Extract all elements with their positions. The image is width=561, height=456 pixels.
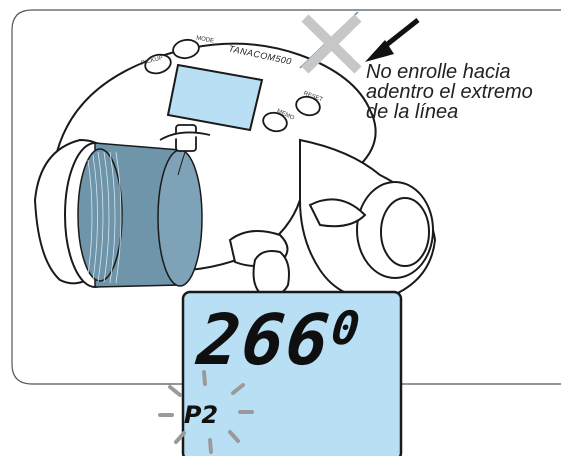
lcd-depth-last-digit: 0 <box>329 301 364 355</box>
instruction-line-1: No enrolle hacia <box>366 62 561 82</box>
prohibition-cross-icon <box>305 18 358 70</box>
instruction-callout: No enrolle hacia adentro el extremo de l… <box>366 62 561 122</box>
instruction-line-3: de la línea <box>366 102 561 122</box>
instruction-line-2: adentro el extremo <box>366 82 561 102</box>
arrow-icon <box>365 20 418 62</box>
lcd-depth-digits: 266 <box>194 299 335 381</box>
lcd-memory-indicator: P2 <box>177 398 225 432</box>
lcd-depth-readout: 2660 <box>194 300 387 380</box>
